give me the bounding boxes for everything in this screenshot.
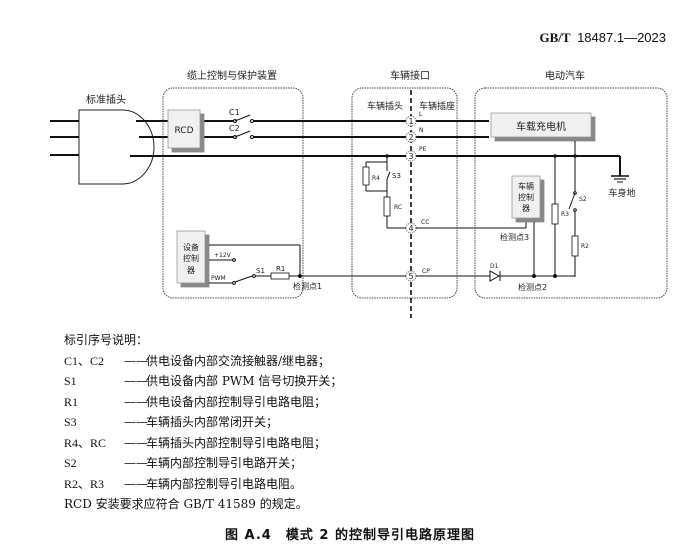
svg-text:2: 2 bbox=[408, 133, 413, 142]
legend-item: C1、C2 —— 供电设备内部交流接触器/继电器； bbox=[64, 353, 331, 368]
interface-region-box bbox=[351, 87, 458, 299]
svg-text:PE: PE bbox=[419, 146, 427, 153]
chassis-ground-icon bbox=[611, 175, 629, 183]
c2-contact-right bbox=[250, 135, 254, 139]
detection-point-2-label: 检测点2 bbox=[518, 282, 547, 292]
legend-item: S3 —— 车辆插头内部常闭开关； bbox=[64, 415, 279, 429]
s2-label: S2 bbox=[579, 196, 587, 203]
r2-label: R2 bbox=[581, 243, 589, 250]
12v-terminal bbox=[232, 258, 236, 262]
c1-label: C1 bbox=[229, 108, 240, 117]
s1-label: S1 bbox=[256, 267, 265, 275]
vehicle-controller-label-2: 控制 bbox=[518, 192, 534, 202]
legend-item: R2、R3 —— 车辆内部控制导引电路电阻。 bbox=[64, 476, 303, 491]
s1-switch-blade bbox=[234, 275, 253, 283]
pwm-label: PWM bbox=[211, 275, 226, 282]
svg-text:N: N bbox=[419, 127, 424, 134]
pin-2: 2 N bbox=[405, 127, 424, 143]
onboard-charger-label: 车载充电机 bbox=[516, 120, 566, 133]
svg-text:L: L bbox=[419, 111, 423, 118]
plug-title: 标准插头 bbox=[86, 93, 126, 106]
svg-text:1: 1 bbox=[408, 117, 413, 126]
legend-item: S1 —— 供电设备内部 PWM 信号切换开关； bbox=[64, 374, 343, 388]
s2-switch-blade bbox=[568, 192, 576, 210]
d1-diode-icon bbox=[489, 270, 501, 282]
svg-text:4: 4 bbox=[408, 224, 413, 233]
iccpd-title: 缆上控制与保护装置 bbox=[187, 69, 277, 82]
standard-plug-icon bbox=[78, 109, 155, 185]
pin-4: 4 CC bbox=[405, 219, 429, 234]
c1-contact-right bbox=[250, 119, 254, 123]
vehicle-title: 电动汽车 bbox=[545, 69, 585, 82]
detection-point-3-label: 检测点3 bbox=[500, 232, 529, 242]
legend-title: 标引序号说明： bbox=[64, 333, 149, 347]
supply-controller-label-2: 控制 bbox=[183, 253, 199, 263]
r1-resistor bbox=[270, 272, 290, 280]
s1-contact bbox=[252, 274, 256, 278]
rcd-box bbox=[167, 109, 201, 149]
figure-caption: 图 A.4 模式 2 的控制导引电路原理图 bbox=[225, 528, 475, 543]
legend-item: R1 —— 供电设备内部控制导引电路电阻； bbox=[64, 394, 327, 409]
svg-text:3: 3 bbox=[408, 152, 413, 161]
c2-label: C2 bbox=[229, 124, 240, 133]
iccpd-region-box bbox=[162, 87, 304, 299]
vehicle-region-box bbox=[474, 87, 668, 299]
circuit-diagram: 缆上控制与保护装置 车辆接口 电动汽车 标准插头 车辆插头 车辆插座 RCD C… bbox=[50, 69, 668, 318]
detection-point-1-label: 检测点1 bbox=[293, 281, 322, 291]
svg-text:CC: CC bbox=[421, 219, 429, 226]
s2-contact-bot bbox=[573, 208, 577, 212]
chassis-ground-label: 车身地 bbox=[608, 187, 635, 199]
vehicle-inlet-title: 车辆插座 bbox=[419, 100, 455, 112]
pin-3: 3 PE bbox=[405, 146, 427, 162]
s3-switch-blade bbox=[386, 171, 391, 180]
supply-controller-label-1: 设备 bbox=[183, 242, 199, 252]
vehicle-controller-label-1: 车辆 bbox=[518, 181, 534, 191]
svg-text:CP: CP bbox=[422, 268, 430, 275]
onboard-charger-box bbox=[490, 112, 592, 138]
vehicle-controller-box bbox=[511, 175, 541, 219]
c1-switch-blade bbox=[234, 114, 251, 122]
r1-label: R1 bbox=[276, 265, 285, 273]
standard-number: 18487.1—2023 bbox=[577, 30, 666, 45]
standard-prefix: GB/T bbox=[539, 30, 571, 45]
r3-label: R3 bbox=[561, 211, 569, 218]
r4-resistor bbox=[362, 166, 370, 186]
rc-label: RC bbox=[394, 204, 402, 211]
standard-number-header: GB/T 18487.1—2023 bbox=[540, 30, 667, 46]
d1-label: D1 bbox=[490, 263, 499, 270]
pin-5: 5 CP bbox=[405, 268, 430, 282]
plus-12v-label: +12V bbox=[214, 252, 232, 259]
supply-controller-box bbox=[176, 230, 206, 284]
s3-label: S3 bbox=[392, 172, 401, 180]
r3-resistor bbox=[551, 203, 559, 225]
detection-point-2 bbox=[532, 274, 536, 278]
legend-item: S2 —— 车辆内部控制导引电路开关； bbox=[64, 456, 303, 470]
supply-controller-label-3: 器 bbox=[187, 266, 195, 275]
pin-1: 1 L bbox=[405, 111, 423, 127]
vehicle-controller-label-3: 器 bbox=[522, 204, 530, 213]
c2-switch-blade bbox=[234, 130, 251, 138]
junction-cp-r3 bbox=[553, 274, 557, 278]
vehicle-plug-title: 车辆插头 bbox=[367, 100, 403, 112]
r2-resistor bbox=[571, 235, 579, 257]
legend-item: R4、RC —— 车辆插头内部控制导引电路电阻； bbox=[64, 435, 327, 450]
pwm-terminal bbox=[232, 281, 236, 285]
rc-resistor bbox=[383, 196, 391, 217]
interface-title: 车辆接口 bbox=[390, 69, 430, 82]
legend-note: RCD 安装要求应符合 GB/T 41589 的规定。 bbox=[64, 497, 308, 511]
legend: 标引序号说明： C1、C2 —— 供电设备内部交流接触器/继电器； S1 —— … bbox=[64, 330, 342, 515]
r4-label: R4 bbox=[372, 175, 380, 182]
rcd-label: RCD bbox=[174, 126, 193, 136]
svg-text:5: 5 bbox=[408, 272, 413, 281]
